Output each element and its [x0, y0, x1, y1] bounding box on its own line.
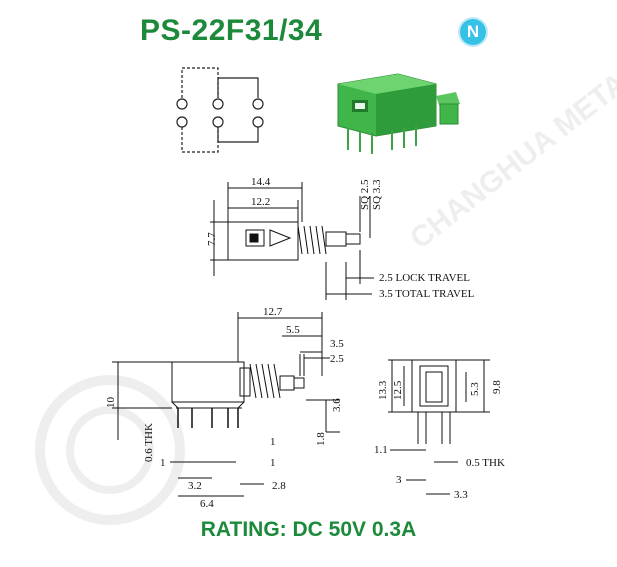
- dim-sq-3-3: SQ 3.3: [371, 179, 383, 210]
- dim-3-5: 3.5: [330, 338, 344, 350]
- dim-1-upper: 1: [270, 436, 276, 448]
- side-view-dimensions: 14.4 12.2 7.7 SQ 2.5 SQ 3.3 2.5 LOCK TRA…: [206, 176, 475, 300]
- dim-12-7: 12.7: [263, 306, 283, 318]
- dim-14-4: 14.4: [251, 176, 271, 188]
- front-view-drawing: [112, 312, 340, 497]
- dim-12-2: 12.2: [251, 196, 270, 208]
- dim-3: 3: [396, 474, 402, 486]
- dim-9-8: 9.8: [491, 380, 503, 394]
- side-view-drawing: [210, 182, 374, 300]
- dim-6-4: 6.4: [200, 498, 214, 510]
- dim-sq-2-5: SQ 2.5: [359, 179, 371, 210]
- end-view-dimensions: 13.3 12.5 5.3 9.8 1.1 0.5 THK 3 3.3: [374, 380, 505, 501]
- front-view-dimensions: 12.7 5.5 3.5 2.5 10 3.6 1.8 0.6 THK 1 1 …: [105, 306, 344, 510]
- dim-1-lower: 1: [270, 457, 276, 469]
- watermark: CHANGHUA METAL: [35, 55, 617, 525]
- dim-12-5: 12.5: [392, 380, 404, 400]
- dim-3-6: 3.6: [331, 398, 343, 412]
- dim-3-3: 3.3: [454, 489, 468, 501]
- dim-3-2: 3.2: [188, 480, 202, 492]
- part-number-title: PS-22F31/34: [140, 14, 323, 47]
- dim-0-5-thk: 0.5 THK: [466, 457, 505, 469]
- dim-2-5: 2.5: [330, 353, 344, 365]
- dim-13-3: 13.3: [377, 380, 389, 400]
- brand-badge-icon: N: [460, 19, 486, 45]
- dim-10: 10: [105, 397, 117, 409]
- dim-total-travel: 3.5 TOTAL TRAVEL: [379, 288, 475, 300]
- dim-0-6-thk: 0.6 THK: [143, 423, 155, 462]
- dim-2-8: 2.8: [272, 480, 286, 492]
- dim-1-1: 1.1: [374, 444, 388, 456]
- end-view-drawing: [388, 359, 490, 495]
- circuit-schematic: [176, 67, 264, 153]
- dim-lock-travel: 2.5 LOCK TRAVEL: [379, 272, 470, 284]
- switch-product-image: [337, 73, 460, 154]
- dim-1-8: 1.8: [315, 432, 327, 446]
- dim-5-3: 5.3: [469, 382, 481, 396]
- rating-caption: RATING: DC 50V 0.3A: [200, 518, 417, 541]
- dim-5-5: 5.5: [286, 324, 300, 336]
- dim-7-7: 7.7: [206, 232, 218, 246]
- dim-1-left: 1: [160, 457, 166, 469]
